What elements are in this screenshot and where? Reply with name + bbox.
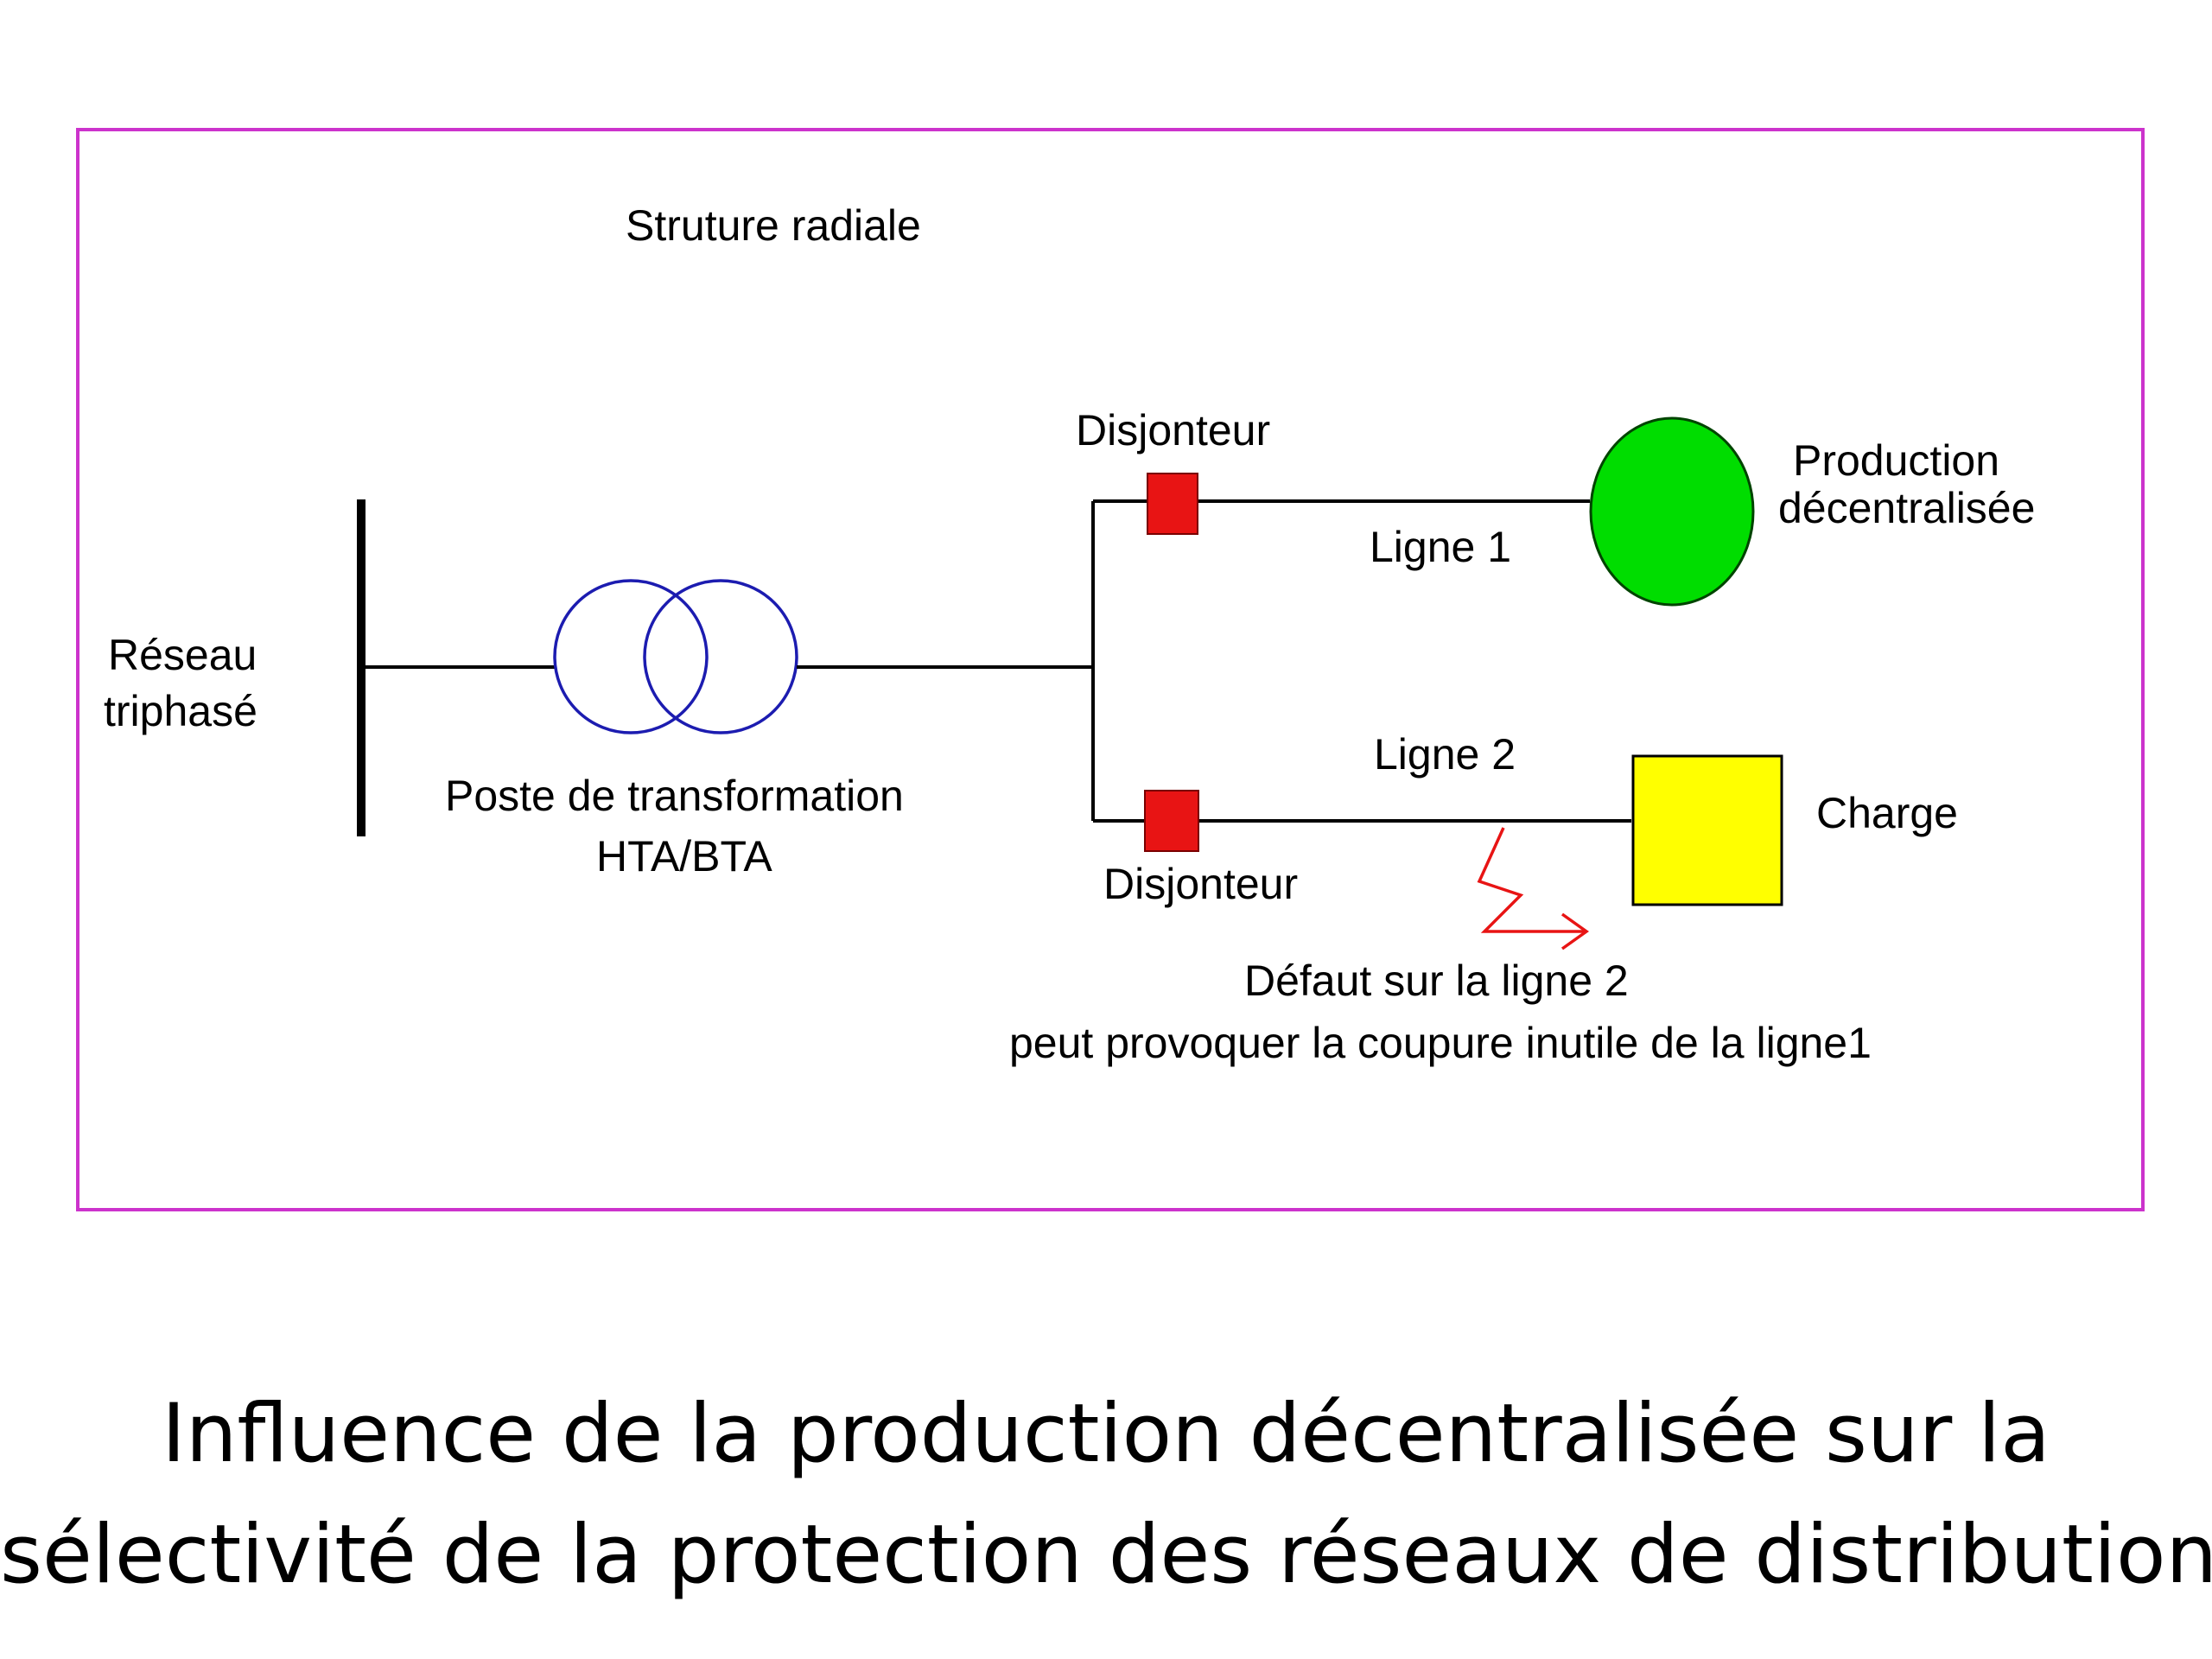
network-label-line1: Réseau <box>108 631 257 679</box>
network-label-line2: triphasé <box>104 687 257 735</box>
transformer-label-line2: HTA/BTA <box>596 832 772 880</box>
line-2-label: Ligne 2 <box>1374 730 1516 779</box>
production-label-line2: décentralisée <box>1778 484 2035 532</box>
diagram-frame <box>76 128 2145 1211</box>
transformer-label-line1: Poste de transformation <box>445 772 904 820</box>
decentralized-production <box>1589 416 1755 607</box>
load-charge <box>1631 754 1783 906</box>
caption-line-2: sélectivité de la protection des réseaux… <box>0 1508 2212 1602</box>
fault-arrow-icon <box>1477 827 1590 950</box>
transformer-secondary-winding <box>643 579 798 734</box>
slide-caption: Influence de la production décentralisée… <box>0 1374 2212 1616</box>
caption-line-1: Influence de la production décentralisée… <box>162 1387 2050 1481</box>
fault-label-line2: peut provoquer la coupure inutile de la … <box>1009 1019 1872 1067</box>
load-label: Charge <box>1816 789 1958 837</box>
transformer-primary-winding <box>553 579 709 734</box>
breaker-line-2-label: Disjonteur <box>1103 860 1298 908</box>
production-label-line1: Production <box>1793 436 1999 485</box>
diagram-title: Struture radiale <box>626 201 921 250</box>
fault-label-line1: Défaut sur la ligne 2 <box>1244 957 1629 1005</box>
line-1-label: Ligne 1 <box>1370 523 1511 571</box>
breaker-line-1 <box>1147 473 1198 535</box>
breaker-line-1-label: Disjonteur <box>1076 406 1270 454</box>
breaker-line-2 <box>1144 790 1199 852</box>
transformer-symbol <box>553 579 798 734</box>
